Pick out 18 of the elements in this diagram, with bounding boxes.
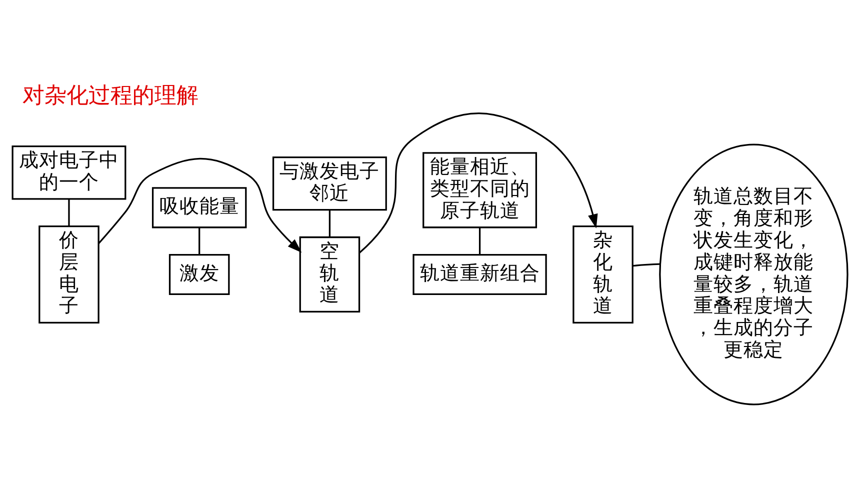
node-ellipse: 轨道总数目不变，角度和形状发生变化，成键时释放能量较多，轨道重叠程度增大，生成的分子更稳定 bbox=[659, 143, 848, 405]
connector bbox=[632, 262, 660, 266]
node-box: 成对电子中的一个 bbox=[12, 145, 126, 200]
node-box: 与激发电子邻近 bbox=[272, 156, 387, 210]
arrow bbox=[358, 112, 598, 253]
node-box: 杂化轨道 bbox=[572, 224, 634, 324]
connector bbox=[328, 209, 331, 237]
connector bbox=[478, 226, 481, 254]
node-box: 吸收能量 bbox=[152, 186, 247, 228]
node-box: 轨道重新组合 bbox=[412, 253, 547, 295]
node-box: 价层电子 bbox=[38, 224, 100, 324]
connector bbox=[198, 226, 200, 254]
node-box: 能量相近、类型不同的原子轨道 bbox=[422, 152, 538, 228]
diagram-title: 对杂化过程的理解 bbox=[22, 82, 199, 108]
arrow bbox=[98, 157, 302, 252]
node-box: 激发 bbox=[168, 253, 230, 295]
connector bbox=[68, 198, 70, 226]
node-box: 空轨道 bbox=[299, 236, 360, 312]
